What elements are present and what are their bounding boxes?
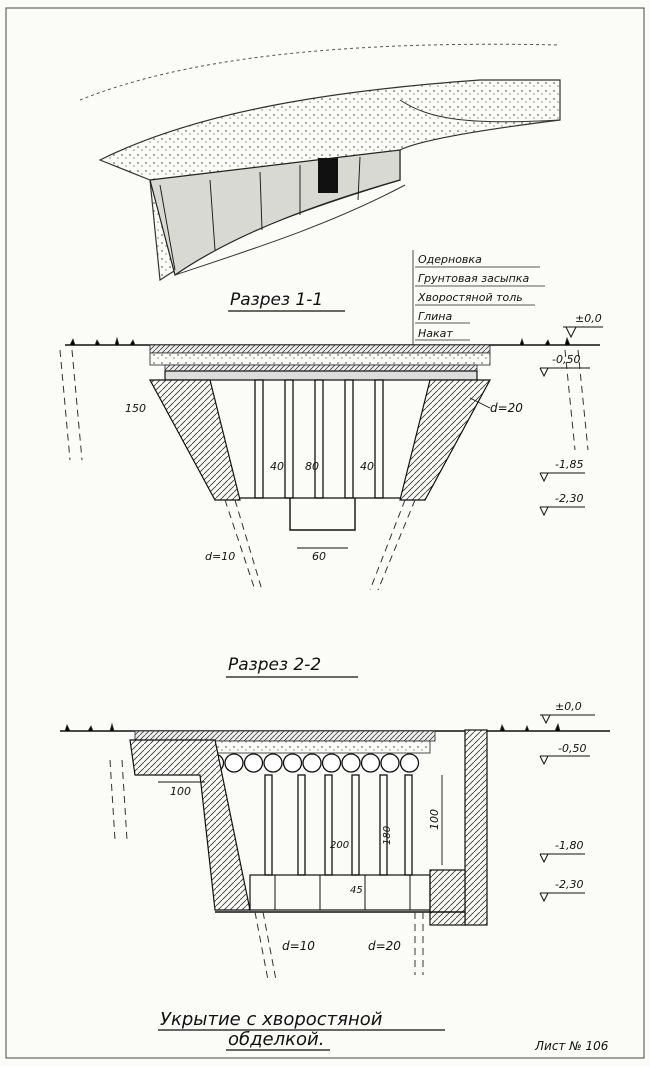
caption-line-2: обделкой. [228, 1029, 324, 1050]
level-1-0: ±0,0 [575, 312, 602, 325]
layer-labels: Одерновка Грунтовая засыпка Хворостяной … [412, 250, 545, 375]
earth-fill-layer [149, 352, 491, 366]
log [360, 753, 381, 773]
trench-wall-right [399, 379, 492, 501]
dim-post-b: 80 [305, 460, 319, 473]
level-marks-2: ±0,0 -0,50 -1,80 -2,30 [539, 700, 595, 903]
log [341, 753, 361, 773]
level-1-1: -0,50 [552, 353, 580, 366]
log [263, 753, 283, 773]
log [380, 753, 400, 773]
dim-bottom-width: 60 [312, 550, 326, 563]
log [282, 753, 303, 773]
dim-pile-diameter: d=10 [205, 550, 235, 563]
level-marks-1: ±0,0 -0,50 -1,85 -2,30 [539, 312, 603, 517]
caption-line-1: Укрытие с хворостяной [160, 1009, 383, 1030]
level-1-3: -2,30 [555, 492, 583, 505]
stakes-2 [109, 759, 424, 981]
log [243, 753, 264, 773]
log [399, 753, 420, 773]
trench-wall-2-left [129, 739, 251, 911]
dim-inner-height: 180 [382, 826, 393, 845]
log [302, 753, 322, 773]
grass-1 [69, 336, 571, 346]
log-deck [164, 370, 478, 381]
dim-post-c: 40 [360, 460, 374, 473]
dim-log-diameter: d=20 [490, 401, 523, 415]
trench-wall-left [148, 379, 241, 501]
dim-door-height: 100 [428, 809, 441, 830]
trench-wall-2-right [464, 729, 488, 926]
section-2-title: Разрез 2-2 [228, 655, 321, 675]
sod-layer [149, 344, 491, 354]
entrance-opening [318, 158, 338, 193]
dim-width-left: 150 [125, 402, 146, 415]
bench [249, 874, 431, 911]
entry-step [429, 869, 466, 926]
interior-posts-2 [264, 774, 413, 876]
dim-pile-small: d=10 [282, 939, 315, 953]
level-2-2: -1,80 [555, 839, 583, 852]
dim-inner-width: 200 [330, 840, 349, 851]
sheet-label: Лист № 106 [534, 1039, 609, 1053]
interior-posts-1 [254, 379, 384, 499]
layer-label-4: Глина [418, 310, 453, 323]
log [321, 753, 342, 773]
dim-pile-large: d=20 [368, 939, 401, 953]
layer-label-5: Накат [418, 327, 453, 340]
grass-2 [64, 722, 561, 732]
dim-step-height: 45 [350, 885, 363, 896]
level-2-3: -2,30 [555, 878, 583, 891]
clay-layer [164, 364, 478, 372]
layer-label-1: Одерновка [418, 253, 482, 266]
dim-overhang: 100 [170, 785, 191, 798]
dim-post-a: 40 [270, 460, 284, 473]
perspective-sketch [79, 43, 561, 282]
level-1-2: -1,85 [555, 458, 583, 471]
section-1-title: Разрез 1-1 [230, 290, 323, 310]
level-2-0: ±0,0 [555, 700, 582, 713]
sheet-border [5, 7, 645, 1059]
layer-label-3: Хворостяной толь [417, 291, 523, 304]
layer-label-2: Грунтовая засыпка [418, 272, 529, 285]
level-2-1: -0,50 [558, 742, 586, 755]
drainage-pit [289, 498, 356, 531]
stakes-1 [59, 349, 589, 591]
log [224, 753, 244, 773]
